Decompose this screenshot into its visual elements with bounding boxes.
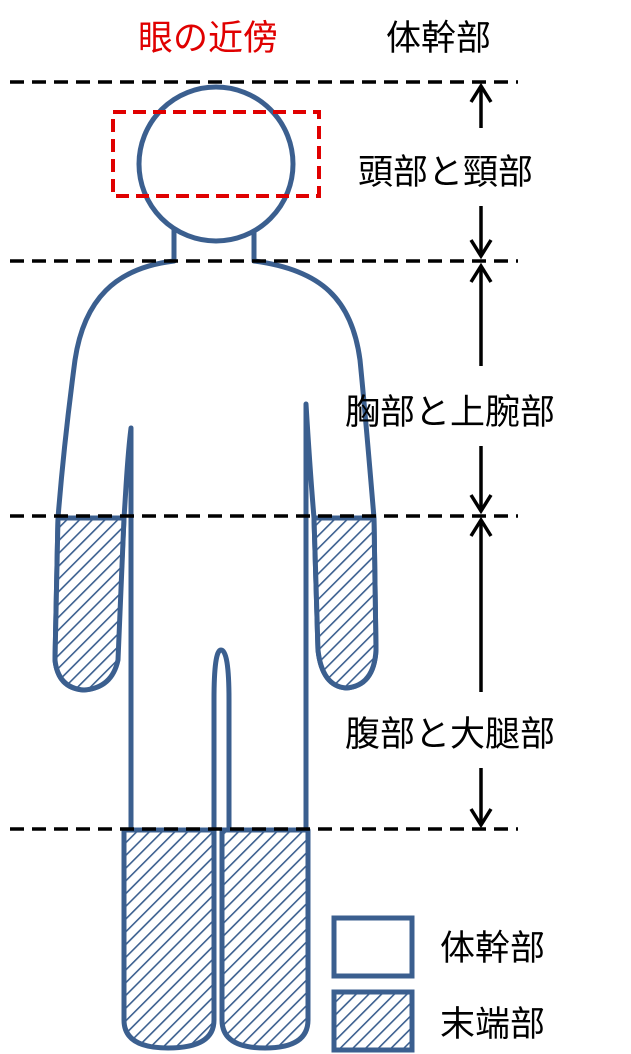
legend: 体幹部 末端部 xyxy=(331,915,545,1053)
legend-label-trunk: 体幹部 xyxy=(440,929,545,969)
legend-label-extremity: 末端部 xyxy=(440,1005,545,1045)
eye-vicinity-box xyxy=(111,110,321,198)
right-leg-extremity xyxy=(219,827,311,1051)
trunk-header-label: 体幹部 xyxy=(386,19,491,59)
head-circle xyxy=(136,84,296,244)
region-label-head: 頭部と頸部 xyxy=(358,153,533,193)
abdomen-region-arrows xyxy=(469,516,493,829)
chest-region-arrows xyxy=(469,262,493,515)
body-outline xyxy=(52,228,379,833)
right-hand-extremity xyxy=(311,515,379,691)
eye-vicinity-label: 眼の近傍 xyxy=(138,19,278,59)
left-leg-extremity xyxy=(121,827,217,1051)
head-region-arrows xyxy=(469,82,493,260)
left-hand-extremity xyxy=(52,515,127,693)
legend-swatch-extremity xyxy=(331,989,415,1053)
region-label-chest: 胸部と上腕部 xyxy=(345,393,555,433)
region-label-abdomen: 腹部と大腿部 xyxy=(345,715,555,755)
legend-swatch-trunk xyxy=(331,915,415,979)
